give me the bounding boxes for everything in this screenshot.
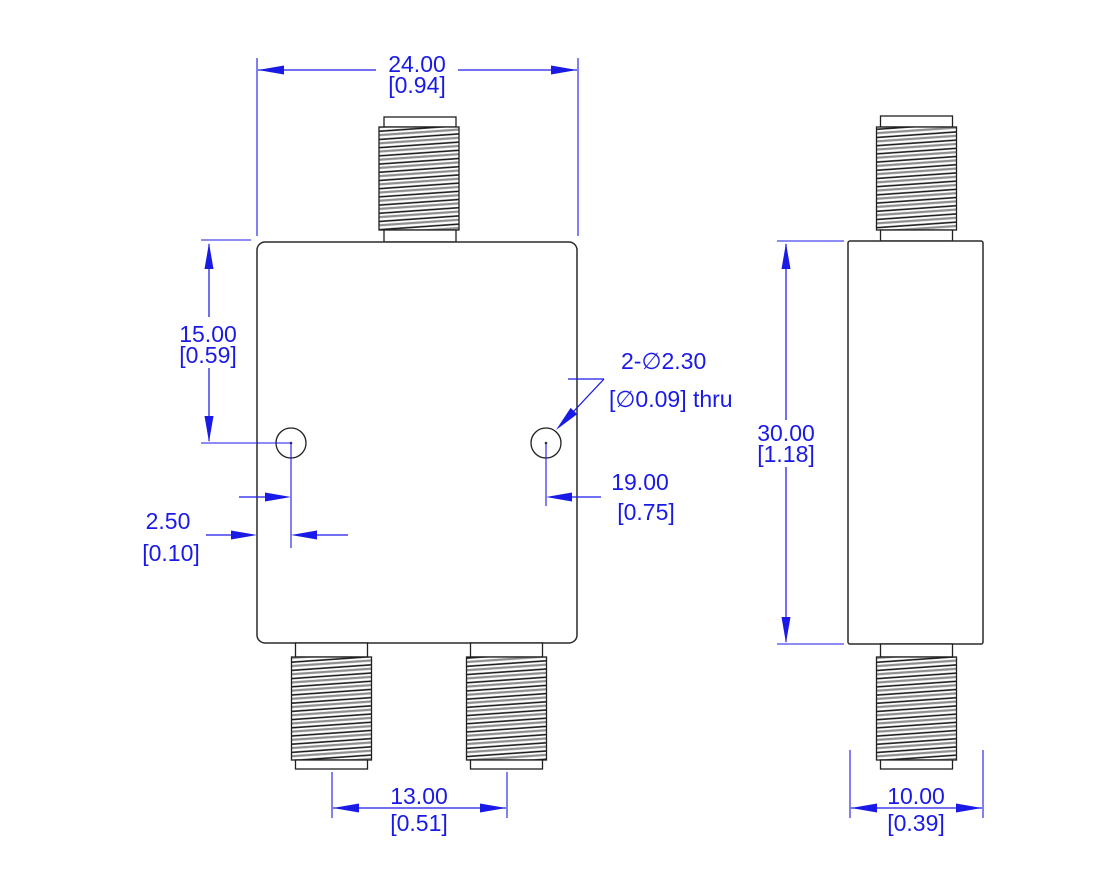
dim-hole-edge-offset: 2.50 [0.10] bbox=[142, 508, 348, 566]
dim-body-width: 24.00 [0.94] bbox=[256, 51, 579, 236]
arrowhead bbox=[781, 617, 791, 643]
front-bottom-left-connector bbox=[290, 642, 373, 770]
arrowhead bbox=[333, 803, 359, 813]
arrowhead bbox=[781, 243, 791, 269]
dim-hole-spacing: 19.00 [0.75] bbox=[239, 444, 675, 548]
dim-label-mm: 24.00 bbox=[388, 51, 446, 77]
leader-arrowhead bbox=[556, 407, 578, 430]
arrowhead bbox=[231, 530, 257, 540]
dim-hole-vertical-offset: 15.00 [0.59] bbox=[179, 239, 291, 444]
right-hole-center bbox=[544, 441, 548, 445]
dim-connector-spacing: 13.00 [0.51] bbox=[331, 772, 508, 836]
side-bottom-connector bbox=[875, 643, 958, 770]
side-body bbox=[847, 240, 984, 645]
connector-neck bbox=[469, 642, 544, 658]
dim-body-height: 30.00 [1.18] bbox=[757, 240, 844, 645]
connector-neck bbox=[879, 643, 954, 658]
arrowhead bbox=[551, 65, 577, 75]
connector-neck bbox=[294, 642, 369, 658]
dim-label-inch: [0.59] bbox=[179, 342, 237, 368]
connector-cap bbox=[469, 759, 544, 770]
side-view bbox=[847, 115, 984, 770]
arrowhead bbox=[258, 65, 284, 75]
callout-line2: [∅0.09] thru bbox=[609, 386, 733, 412]
dim-label-inch: [0.39] bbox=[887, 810, 945, 836]
connector-thread bbox=[290, 656, 373, 761]
dim-label-mm: 15.00 bbox=[179, 321, 237, 347]
connector-thread bbox=[378, 126, 460, 231]
side-top-connector bbox=[875, 115, 958, 242]
dim-label-inch: [0.51] bbox=[390, 810, 448, 836]
arrowhead bbox=[480, 803, 506, 813]
dim-label-inch: [1.18] bbox=[757, 441, 815, 467]
arrowhead bbox=[851, 803, 877, 813]
connector-cap bbox=[294, 759, 369, 770]
dim-label-mm: 2.50 bbox=[146, 508, 191, 534]
arrowhead bbox=[546, 492, 572, 502]
callout-line1: 2-∅2.30 bbox=[621, 348, 706, 374]
connector-thread bbox=[875, 126, 958, 231]
connector-neck bbox=[383, 229, 457, 243]
connector-cap bbox=[879, 115, 954, 128]
front-bottom-right-connector bbox=[465, 642, 548, 770]
connector-thread bbox=[875, 656, 958, 761]
dim-label-inch: [0.10] bbox=[142, 540, 200, 566]
front-view bbox=[256, 116, 578, 770]
arrowhead bbox=[204, 416, 214, 442]
connector-cap bbox=[879, 759, 954, 770]
arrowhead bbox=[291, 530, 317, 540]
dim-label-inch: [0.94] bbox=[388, 72, 446, 98]
arrowhead bbox=[956, 803, 982, 813]
connector-cap bbox=[383, 116, 457, 128]
dim-label-mm: 13.00 bbox=[390, 783, 448, 809]
dim-label-inch: [0.75] bbox=[617, 499, 675, 525]
front-top-connector bbox=[378, 116, 460, 243]
connector-neck bbox=[879, 229, 954, 242]
dim-label-mm: 10.00 bbox=[887, 783, 945, 809]
arrowhead bbox=[204, 243, 214, 269]
hole-callout: 2-∅2.30 [∅0.09] thru bbox=[556, 348, 733, 430]
dim-label-mm: 19.00 bbox=[611, 469, 669, 495]
dim-label-mm: 30.00 bbox=[757, 420, 815, 446]
arrowhead bbox=[265, 492, 291, 502]
dim-body-depth: 10.00 [0.39] bbox=[849, 750, 984, 836]
connector-thread bbox=[465, 656, 548, 761]
